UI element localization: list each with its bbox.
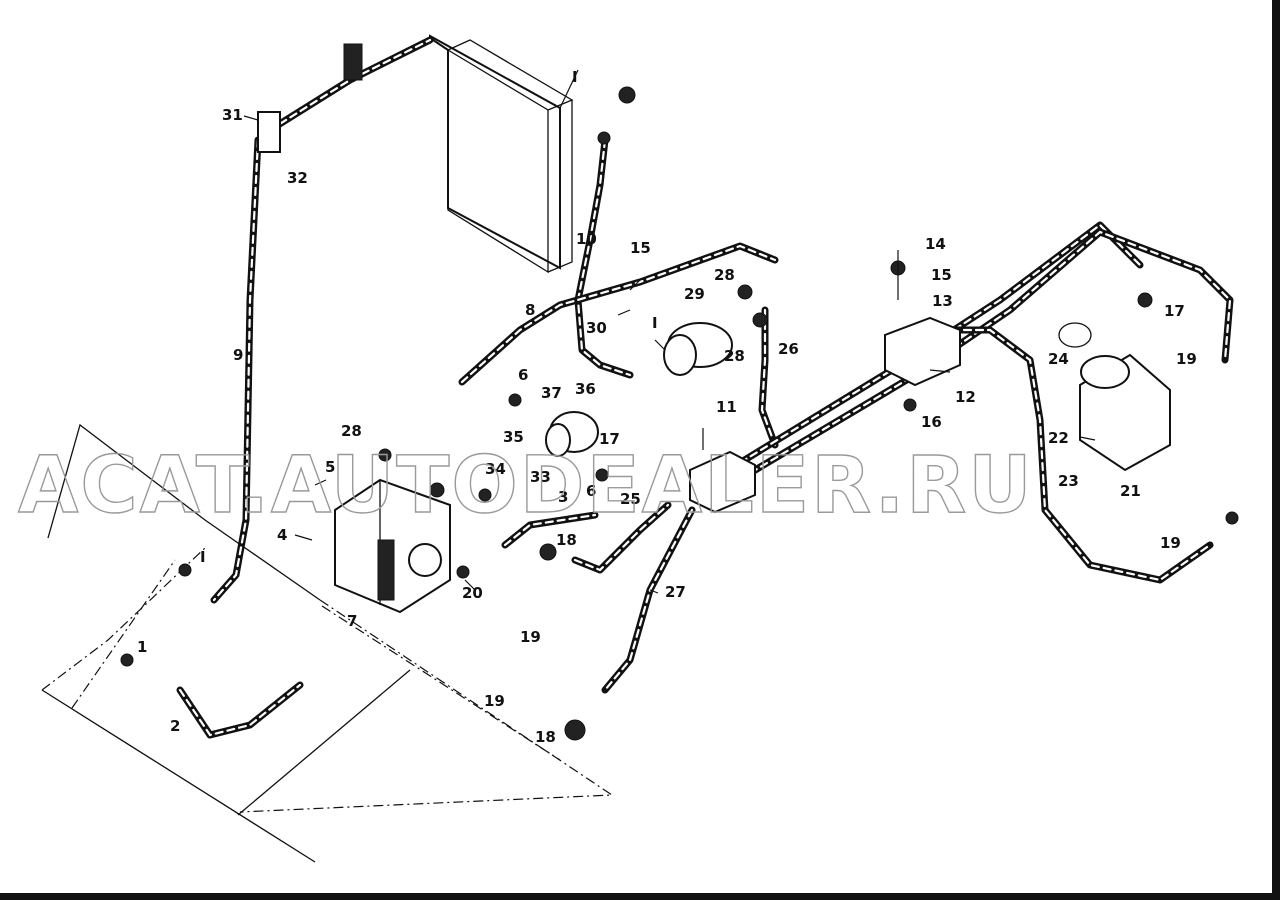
callout-17-left: 17 (599, 430, 620, 448)
callout-10: 10 (576, 230, 597, 248)
callout-19-center: 19 (520, 628, 541, 646)
callout-4: 4 (277, 526, 287, 544)
callout-20: 20 (462, 584, 483, 602)
callout-19-lower: 19 (484, 692, 505, 710)
callout-30: 30 (586, 319, 607, 337)
callout-31: 31 (222, 106, 243, 124)
callout-18-lower: 18 (535, 728, 556, 746)
bottom-border (0, 893, 1280, 900)
callout-21: 21 (1120, 482, 1141, 500)
callout-28-left: 28 (341, 422, 362, 440)
leader-lines (243, 69, 1096, 594)
fittings (120, 43, 1239, 741)
callout-34: 34 (485, 460, 506, 478)
callout-5: 5 (325, 458, 335, 476)
callout-35: 35 (503, 428, 524, 446)
callout-labels: 1 2 3 4 5 6 6 7 8 9 10 11 12 13 14 15 15… (137, 106, 1197, 746)
callout-26: 26 (778, 340, 799, 358)
callout-24: 24 (1048, 350, 1069, 368)
callout-22: 22 (1048, 429, 1069, 447)
frame-outline (41, 423, 614, 863)
callout-7: 7 (347, 612, 357, 630)
roman-labels: I I I (200, 68, 658, 566)
callout-18-upper: 18 (556, 531, 577, 549)
hose-lines (176, 36, 1234, 739)
callout-33: 33 (530, 468, 551, 486)
callout-9: 9 (233, 346, 243, 364)
callout-17-right: 17 (1164, 302, 1185, 320)
callout-15-right: 15 (931, 266, 952, 284)
distribution-blocks (689, 316, 961, 514)
filter-housing (663, 322, 733, 376)
callout-14: 14 (925, 235, 946, 253)
callout-8: 8 (525, 301, 535, 319)
right-border (1272, 0, 1280, 900)
callout-2: 2 (170, 717, 180, 735)
callout-32: 32 (287, 169, 308, 187)
callout-15-left: 15 (630, 239, 651, 257)
callout-27: 27 (665, 583, 686, 601)
callout-28-middle: 28 (724, 347, 745, 365)
callout-11: 11 (716, 398, 737, 416)
roman-label-cooler: I (572, 68, 578, 86)
callout-12: 12 (955, 388, 976, 406)
callout-28-upper: 28 (714, 266, 735, 284)
callout-29: 29 (684, 285, 705, 303)
steering-unit (1058, 322, 1171, 472)
callout-36: 36 (575, 380, 596, 398)
callout-19-right-upper: 19 (1176, 350, 1197, 368)
roman-label-filter: I (652, 314, 658, 332)
control-valve (334, 478, 451, 614)
callout-37: 37 (541, 384, 562, 402)
oil-cooler (429, 34, 574, 274)
callout-23: 23 (1058, 472, 1079, 490)
solenoid-valve (545, 411, 599, 457)
callout-3: 3 (558, 488, 568, 506)
callout-16: 16 (921, 413, 942, 431)
roman-label-frame: I (200, 548, 206, 566)
callout-25: 25 (620, 490, 641, 508)
watermark-text: ACAT.AUTODEALER.RU (18, 441, 1034, 531)
callout-1: 1 (137, 638, 147, 656)
callout-13: 13 (932, 292, 953, 310)
callout-19-right-lower: 19 (1160, 534, 1181, 552)
callout-6-upper: 6 (518, 366, 528, 384)
callout-6-lower: 6 (586, 482, 596, 500)
